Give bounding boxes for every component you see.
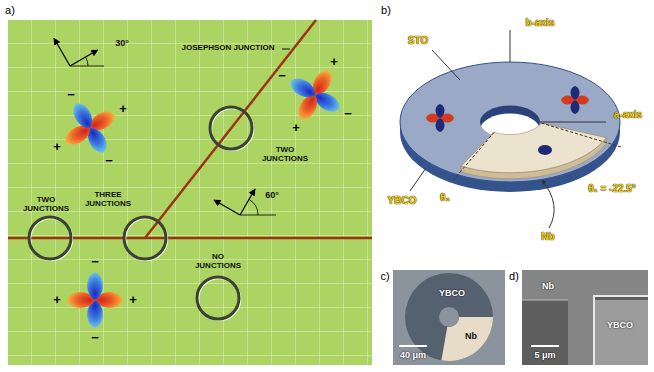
angle-label: 60° — [265, 191, 279, 201]
axis-line — [540, 122, 606, 123]
ring-top — [400, 62, 620, 182]
scale-bar — [399, 345, 427, 347]
image-label: YBCO — [607, 321, 633, 331]
sign-label: + — [330, 55, 338, 69]
junction-label: NO JUNCTIONS — [190, 253, 246, 271]
sign-label: − — [91, 255, 99, 269]
nb-film — [522, 270, 648, 365]
material-label: b-axis — [526, 17, 555, 28]
grain-ground — [8, 20, 372, 365]
image-label: Nb — [465, 332, 477, 342]
material-label: STO — [408, 35, 428, 46]
material-label: θ₁ = -22.5° — [588, 183, 636, 194]
angle-line — [541, 123, 622, 147]
sign-label: − — [344, 107, 352, 121]
sign-label: − — [91, 331, 99, 345]
angle-line — [453, 132, 494, 180]
d-wave-orbital — [277, 57, 353, 133]
ring-groove — [29, 217, 72, 260]
d-wave-orbital — [67, 272, 123, 328]
nb-layer — [461, 123, 606, 173]
leader-line — [432, 50, 460, 80]
axis-line — [510, 30, 511, 62]
d-wave-orbital — [52, 90, 128, 166]
ring-groove — [197, 277, 240, 320]
sign-label: − — [105, 154, 113, 168]
photo-ground — [393, 270, 505, 365]
grain-map — [8, 20, 372, 365]
panel-letter: d) — [509, 270, 519, 282]
step-edge — [522, 300, 568, 301]
leader-arrow — [542, 180, 554, 228]
grain-boundary — [145, 20, 316, 238]
junction-label: TWO JUNCTIONS — [18, 196, 74, 214]
image-label: Nb — [542, 282, 554, 292]
sign-label: − — [67, 88, 75, 102]
sign-label: + — [53, 293, 61, 307]
orbital — [426, 104, 454, 132]
material-label: YBCO — [388, 195, 417, 206]
junction-label: TWO JUNCTIONS — [257, 146, 313, 164]
panel-letter: a) — [5, 4, 15, 16]
image-label: 5 μm — [534, 351, 555, 361]
sign-label: − — [278, 69, 286, 83]
sem-image — [522, 270, 648, 365]
ring-groove — [124, 217, 167, 260]
orbital — [561, 86, 589, 114]
axis-arrows — [54, 38, 104, 66]
orbital — [538, 145, 552, 155]
sign-label: + — [119, 102, 127, 116]
sign-label: + — [129, 293, 137, 307]
grid — [8, 20, 372, 365]
image-label: 40 μm — [400, 351, 426, 361]
substrate — [522, 270, 648, 365]
scale-bar — [531, 345, 559, 347]
panel-letter: c) — [380, 270, 389, 282]
ybco-disk — [405, 273, 493, 361]
optical-image — [393, 270, 505, 365]
leader-line — [410, 168, 426, 191]
ybco-film — [594, 300, 648, 365]
sign-label: + — [292, 121, 300, 135]
image-label: YBCO — [439, 289, 465, 299]
leader-line — [282, 49, 290, 50]
sign-label: + — [53, 140, 61, 154]
material-label: a-axis — [614, 109, 642, 120]
junction-label: THREE JUNCTIONS — [80, 191, 136, 209]
junction-label: JOSEPHSON JUNCTION — [182, 44, 275, 53]
ring-device — [400, 30, 623, 228]
angle-label: 30° — [115, 39, 129, 49]
step-edge — [594, 296, 648, 365]
ring-groove — [210, 107, 253, 150]
material-label: θ₂ — [440, 192, 450, 203]
disk-hole — [439, 307, 459, 327]
material-label: Nb — [541, 231, 554, 242]
panel-letter: b) — [381, 4, 391, 16]
grain-boundary — [8, 237, 372, 240]
